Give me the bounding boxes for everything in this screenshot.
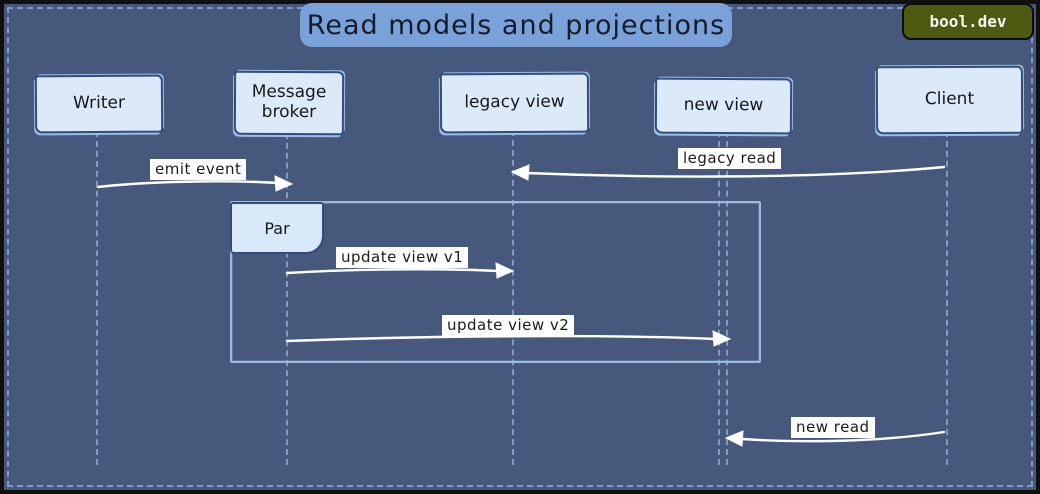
par-fragment-label-text: Par — [264, 218, 290, 238]
par-fragment-label: Par — [230, 202, 324, 254]
lifeline-new-view-double — [726, 131, 728, 465]
participant-new-view-label: new view — [683, 94, 764, 116]
message-label-emit-event: emit event — [150, 159, 247, 180]
message-label-new-read: new read — [791, 417, 875, 438]
participant-legacy-view-label: legacy view — [464, 91, 565, 113]
watermark-badge: bool.dev — [902, 3, 1034, 40]
lifeline-new-view — [718, 131, 720, 465]
watermark-badge-text: bool.dev — [929, 12, 1007, 31]
message-label-update-view-v2: update view v2 — [442, 315, 575, 336]
lifeline-client — [946, 131, 948, 465]
message-label-update-view-v1: update view v1 — [336, 247, 469, 268]
lifeline-writer — [96, 131, 98, 465]
lifeline-message-broker — [286, 133, 288, 465]
participant-client-label: Client — [924, 89, 975, 110]
participant-writer-label: Writer — [72, 93, 126, 114]
participant-new-view: new view — [654, 77, 793, 135]
par-fragment — [230, 201, 761, 363]
participant-message-broker-label: Message broker — [251, 82, 327, 123]
diagram-title: Read models and projections — [300, 3, 732, 47]
message-label-legacy-read: legacy read — [678, 148, 782, 169]
participant-legacy-view: legacy view — [439, 72, 590, 134]
lifeline-legacy-view — [512, 130, 514, 465]
participant-client: Client — [875, 65, 1024, 135]
participant-writer: Writer — [34, 74, 164, 134]
participant-message-broker: Message broker — [233, 70, 345, 136]
diagram-title-text: Read models and projections — [306, 9, 726, 41]
